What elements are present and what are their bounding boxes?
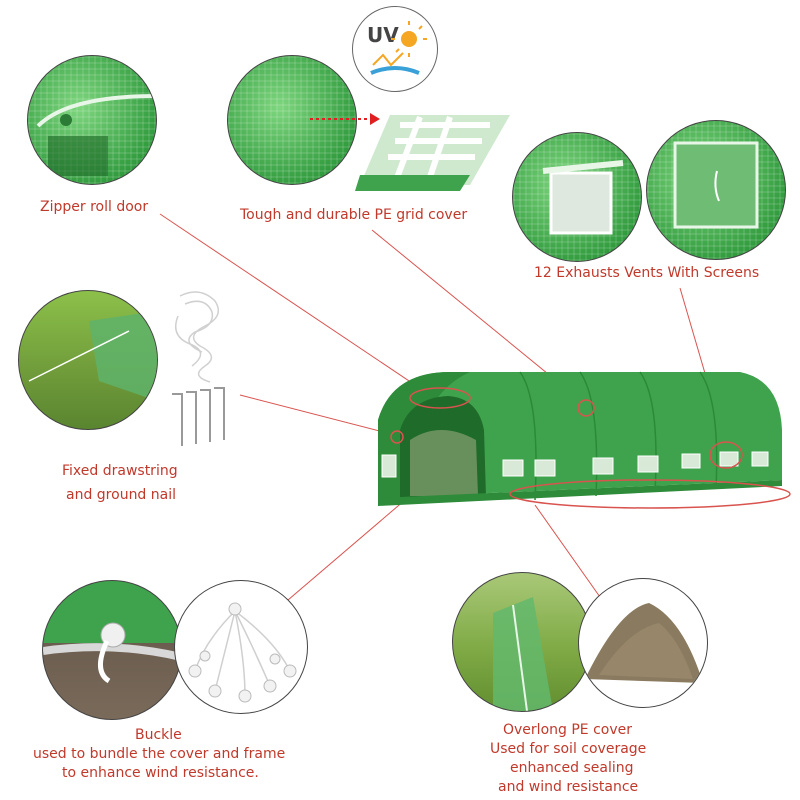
cover-highlight-circle: [577, 399, 595, 417]
skirt-highlight-ellipse: [509, 479, 791, 509]
drawstring-photo: [18, 290, 158, 430]
drawstring-label-line2: and ground nail: [66, 487, 177, 503]
overlong-connector: [534, 504, 601, 598]
vents-label: 12 Exhausts Vents With Screens: [534, 265, 760, 281]
uv-text: UV: [367, 23, 399, 47]
vent-photo-open: [646, 120, 786, 260]
drawstring-connector: [239, 394, 396, 436]
overlong-label-line3: enhanced sealing: [510, 760, 634, 776]
zipper-door-detail: [36, 94, 156, 176]
drawstring-label-line1: Fixed drawstring: [62, 463, 178, 479]
zipper-door-photo: [27, 55, 157, 185]
pe-grid-label: Tough and durable PE grid cover: [240, 207, 468, 223]
ground-cover-photo: [452, 572, 592, 712]
zipper-door-connector: [159, 213, 431, 396]
drawstring-highlight-circle: [390, 430, 404, 444]
door-highlight-ellipse: [409, 387, 471, 409]
vent-open-detail: [673, 141, 759, 229]
soil-photo: [578, 578, 708, 708]
overlong-label-line2: Used for soil coverage: [490, 741, 647, 757]
uv-sun-icon: [370, 21, 427, 75]
buckle-detail: [43, 622, 181, 684]
zipper-door-label: Zipper roll door: [40, 199, 149, 215]
rope-and-nails-product: [172, 291, 225, 446]
bungee-balls-photo: [174, 580, 308, 714]
pe-grid-diagram: [310, 113, 510, 191]
soil-pile-detail: [585, 603, 703, 683]
vent-photo-closed: [512, 132, 642, 262]
bungee-balls-detail: [188, 602, 297, 703]
vent-highlight-ellipse: [709, 441, 743, 469]
drawstring-detail: [28, 311, 157, 401]
uv-badge: UV: [352, 6, 438, 92]
buckle-connector: [287, 499, 406, 601]
buckle-photo: [42, 580, 182, 720]
buckle-label-line1: Buckle: [135, 727, 182, 743]
ground-cover-detail: [493, 597, 553, 711]
greenhouse-illustration: [378, 371, 782, 506]
overlong-label-line4: and wind resistance: [498, 779, 639, 795]
buckle-label-line2: used to bundle the cover and frame: [33, 746, 286, 762]
overlong-label-line1: Overlong PE cover: [503, 722, 632, 738]
buckle-label-line3: to enhance wind resistance.: [62, 765, 259, 781]
vent-closed-detail: [542, 160, 624, 235]
